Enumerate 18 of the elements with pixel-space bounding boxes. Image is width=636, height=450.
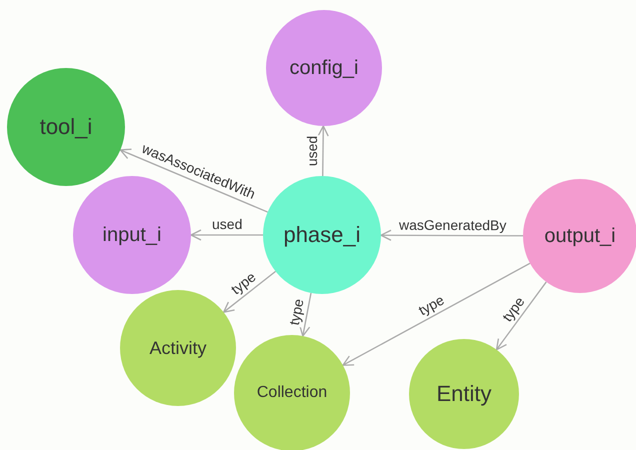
arrow [496,282,547,350]
arrow [342,262,530,366]
node-label: input_i [102,224,162,246]
node-label: tool_i [40,114,92,140]
node-label: Entity [436,381,492,407]
node-label: config_i [290,56,358,80]
arrow [299,292,312,337]
arrow [318,125,329,176]
node-label: phase_i [283,222,361,248]
node-label: Collection [256,384,328,402]
arrow [190,229,263,241]
arrow [222,270,276,313]
arrow [120,148,268,213]
node-label: Activity [149,338,206,358]
arrow [380,230,523,241]
edge-label: used [304,134,320,168]
node-label: output_i [544,224,616,248]
edge-label: used [211,216,244,232]
